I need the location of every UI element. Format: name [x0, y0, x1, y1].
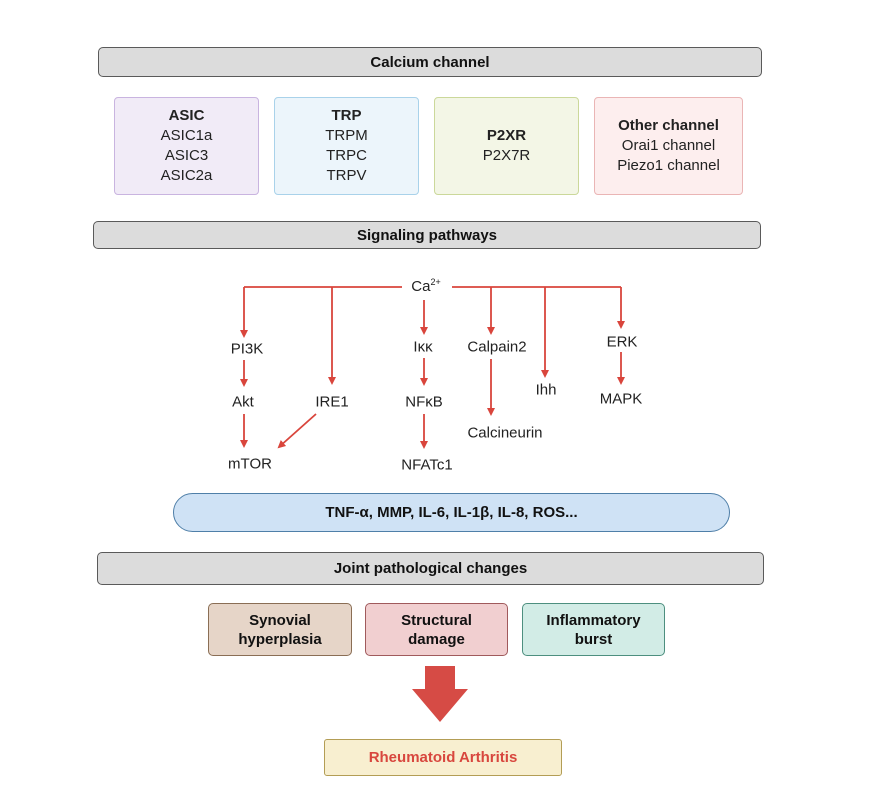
structural-line1: Structural	[401, 611, 472, 629]
asic-box: ASIC ASIC1a ASIC3 ASIC2a	[114, 97, 259, 195]
node-mtor: mTOR	[228, 455, 272, 473]
node-ire1: IRE1	[315, 393, 349, 411]
trp-box: TRP TRPM TRPC TRPV	[274, 97, 419, 195]
trp-item: TRPV	[326, 167, 367, 184]
rheumatoid-arthritis-label: Rheumatoid Arthritis	[368, 749, 518, 766]
synovial-line2: hyperplasia	[238, 630, 322, 648]
node-erk: ERK	[606, 333, 638, 351]
synovial-line1: Synovial	[249, 611, 311, 629]
other-channel-item: Orai1 channel	[621, 137, 716, 154]
node-akt: Akt	[232, 393, 254, 411]
rheumatoid-arthritis-box: Rheumatoid Arthritis	[324, 739, 562, 776]
p2xr-box: P2XR P2X7R	[434, 97, 579, 195]
node-pi3k: PI3K	[230, 340, 264, 358]
node-ihh: Ihh	[535, 381, 557, 399]
signaling-pathways-header-label: Signaling pathways	[356, 226, 498, 244]
mediators-pill: TNF-α, MMP, IL-6, IL-1β, IL-8, ROS...	[173, 493, 730, 532]
p2xr-title: P2XR	[486, 127, 527, 144]
inflammatory-line1: Inflammatory	[546, 611, 641, 629]
other-channel-title: Other channel	[618, 117, 719, 134]
asic-title: ASIC	[168, 107, 205, 124]
signaling-pathways-header: Signaling pathways	[93, 221, 761, 249]
node-mapk: MAPK	[599, 390, 643, 408]
joint-changes-header: Joint pathological changes	[97, 552, 764, 585]
arrow-ire1-mtor	[277, 413, 317, 449]
structural-line2: damage	[408, 630, 465, 648]
node-nfatc1: NFATc1	[401, 456, 453, 474]
node-calpain2: Calpain2	[467, 338, 527, 356]
calcium-ion-label: Ca2+	[411, 277, 441, 295]
asic-item: ASIC2a	[160, 167, 213, 184]
node-calcineurin: Calcineurin	[467, 424, 543, 442]
calcium-ion-charge: 2+	[430, 277, 441, 287]
joint-changes-header-label: Joint pathological changes	[333, 560, 528, 577]
big-down-arrow	[412, 666, 468, 722]
inflammatory-line2: burst	[574, 630, 613, 648]
mediators-label: TNF-α, MMP, IL-6, IL-1β, IL-8, ROS...	[325, 504, 578, 521]
p2xr-item: P2X7R	[482, 147, 531, 164]
calcium-channel-header-label: Calcium channel	[370, 53, 490, 71]
other-channel-item: Piezo1 channel	[617, 157, 720, 174]
trp-item: TRPM	[325, 127, 368, 144]
node-ikk: Iκκ	[413, 338, 433, 356]
trp-item: TRPC	[326, 147, 367, 164]
synovial-hyperplasia-box: Synovial hyperplasia	[208, 603, 352, 656]
structural-damage-box: Structural damage	[365, 603, 508, 656]
asic-item: ASIC3	[164, 147, 209, 164]
node-nfkb: NFκB	[405, 393, 443, 411]
asic-item: ASIC1a	[160, 127, 213, 144]
calcium-channel-header: Calcium channel	[98, 47, 762, 77]
inflammatory-burst-box: Inflammatory burst	[522, 603, 665, 656]
trp-title: TRP	[331, 107, 362, 124]
other-channel-box: Other channel Orai1 channel Piezo1 chann…	[594, 97, 743, 195]
